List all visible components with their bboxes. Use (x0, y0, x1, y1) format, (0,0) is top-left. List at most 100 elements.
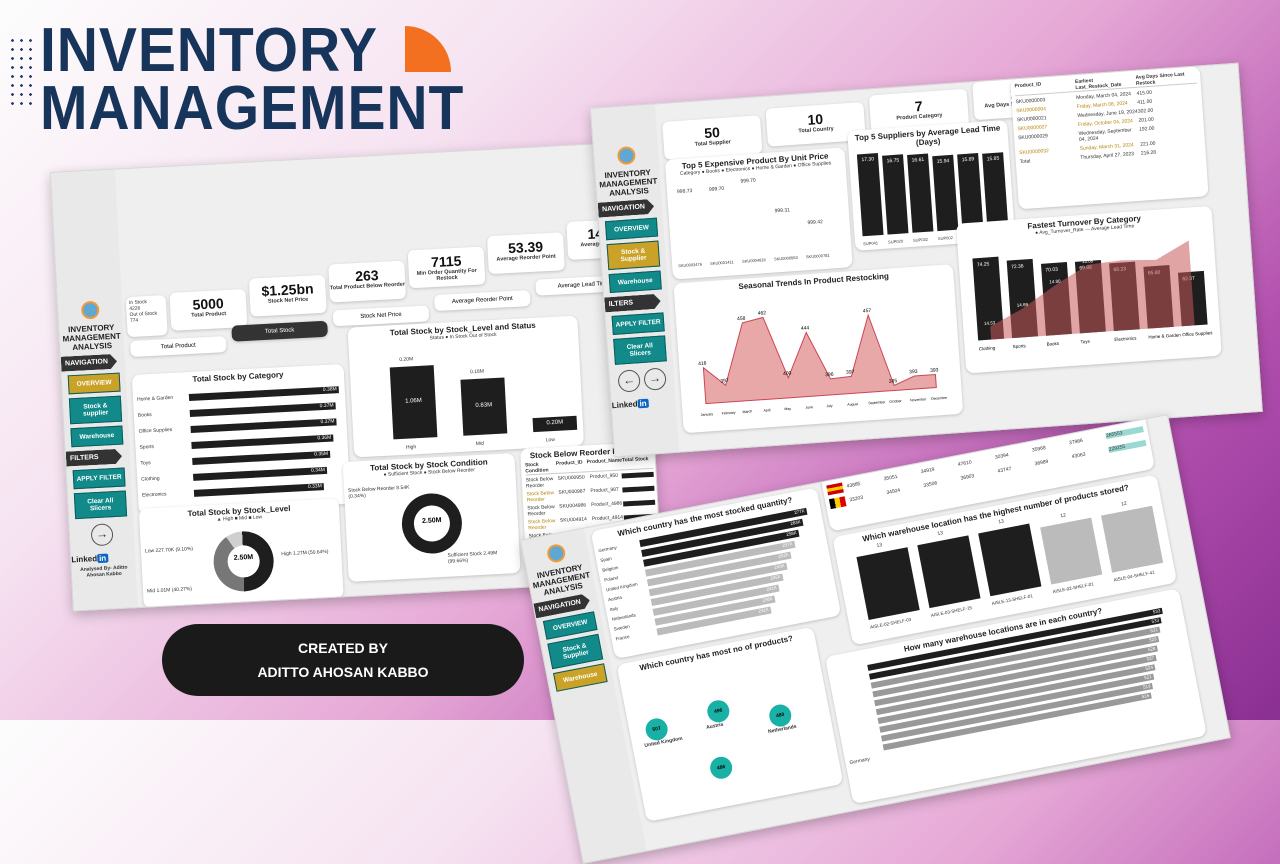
category-label: Sports (1012, 343, 1026, 349)
bar-value: 531 (1149, 626, 1159, 634)
table-cell: Thursday, April 27, 2023 (1080, 151, 1135, 161)
month-label: September (868, 400, 886, 405)
bar-value: 516 (1141, 692, 1150, 700)
bar-value: 527 (1146, 655, 1155, 662)
location-bar (1040, 517, 1103, 585)
toggle-0[interactable]: Total Product (129, 336, 227, 358)
linkedin-logo[interactable]: Linkedin (611, 398, 649, 411)
country-label: Germany (849, 756, 871, 767)
sidebar: INVENTORY MANAGEMENT ANALYSIS NAVIGATION… (51, 169, 138, 611)
location-label: AISLE-02-SHELF-03 (869, 616, 912, 630)
supplier-bar: 16.61 (907, 153, 934, 233)
clear-slicers-button[interactable]: Clear All Slicers (73, 490, 128, 520)
month-label: June (805, 405, 813, 410)
table-cell: 30394 (994, 452, 1010, 461)
table-cell: 37986 (1068, 437, 1084, 447)
season-value: 385 (889, 378, 898, 385)
stock-bar (622, 485, 655, 493)
table-cell: Product_950 (589, 472, 619, 481)
credit-label: CREATED BY (298, 640, 388, 656)
apply-filter-button[interactable]: APPLY FILTER (611, 312, 665, 335)
season-value: 397 (846, 369, 855, 376)
bubble-label: Austria (705, 721, 724, 731)
country-bubble[interactable]: 486 (708, 754, 735, 781)
bar-value: 245K (769, 573, 782, 581)
month-label: July (826, 404, 833, 408)
stock-supplier-button[interactable]: Stock & Supplier (606, 240, 661, 271)
clear-slicers-button[interactable]: Clear All Slicers (613, 335, 667, 365)
table-cell: 36989 (1034, 458, 1050, 468)
table-cell: Product_987 (590, 486, 619, 495)
location-bar (917, 535, 981, 609)
category-bar: 0.37M (190, 418, 337, 433)
table-cell: Stock Below Reorder (527, 518, 556, 532)
supplier-id: SUP032 (912, 236, 929, 243)
category-bar: 0.38M (188, 386, 339, 402)
headline-line1: INVENTORY (40, 16, 378, 85)
apply-filter-button[interactable]: APPLY FILTER (72, 467, 126, 490)
header-cell: Product_ID (555, 459, 583, 467)
table-cell: 34919 (920, 466, 936, 476)
lead-time-value: 15.08 (1082, 258, 1094, 264)
bubble-label: Netherlands (767, 723, 798, 736)
stock-supplier-button[interactable]: Stock & supplier (68, 395, 123, 425)
warehouse-button[interactable]: Warehouse (70, 425, 124, 448)
stock-bar (621, 471, 654, 479)
season-value: 393 (930, 367, 939, 374)
bar-value: 0.33M (307, 483, 322, 490)
season-value: 444 (801, 325, 810, 332)
table-cell: Wednesday, September 04, 2024 (1078, 127, 1132, 143)
label-mid: Mid 1.01M (40.27%) (146, 586, 193, 595)
turnover-combo: 74.25Clothing72.36Sports70.03Books69.88T… (972, 234, 1213, 351)
arrow-right-icon[interactable]: → (643, 367, 667, 391)
toggle-3[interactable]: Average Reorder Point (433, 290, 531, 312)
supplier-bar: 16.75 (882, 154, 909, 235)
price-value: 999.70 (708, 185, 725, 193)
table-cell: 229255 (1108, 439, 1147, 453)
label-low: Low 227.70K (9.10%) (144, 546, 194, 555)
table-cell: 216.28 (1140, 149, 1157, 157)
price-value: 999.70 (740, 177, 756, 185)
table-cell: Stock Below Reorder (525, 476, 554, 490)
table-cell: 43885 (846, 481, 862, 490)
overview-button[interactable]: OVERVIEW (67, 372, 121, 395)
decorative-dots (8, 36, 32, 108)
turnover-value: 74.25 (977, 261, 990, 268)
overview-button[interactable]: OVERVIEW (604, 217, 659, 241)
arrow-right-icon[interactable]: → (90, 523, 114, 547)
bar-value: 277K (793, 508, 806, 516)
lead-time-value: 15.10 (1116, 254, 1128, 260)
price-value: 999.31 (774, 207, 791, 215)
location-bar (978, 523, 1042, 597)
country-bubble[interactable]: 496 (705, 698, 732, 725)
stock-level-donut: Total Stock by Stock_Level ▲ High ■ Mid … (138, 498, 344, 609)
table-cell: 43747 (997, 465, 1012, 475)
bar-value: 241K (765, 584, 778, 592)
month-label: January (701, 412, 714, 417)
table-cell: 35968 (1031, 445, 1047, 454)
turnover-value: 70.03 (1045, 267, 1058, 274)
bar-value: 258K (785, 530, 798, 538)
expensive-products-chart: Top 5 Expensive Product By Unit Price Ca… (664, 147, 853, 280)
status-cat-label: Low (545, 436, 556, 444)
lead-time-value: 14.53 (984, 320, 996, 326)
status-bar: 0.20M (532, 415, 578, 433)
price-value: 998.73 (676, 188, 693, 196)
table-cell: 47610 (957, 459, 973, 468)
flag-icon (828, 496, 847, 510)
table-cell: 33094 (954, 445, 970, 455)
header-cell: Product_Name (586, 457, 623, 466)
warehouse-button[interactable]: Warehouse (553, 663, 608, 692)
warehouse-button[interactable]: Warehouse (608, 270, 662, 294)
stock-bar (623, 499, 656, 507)
arrow-left-icon[interactable]: ← (617, 369, 641, 393)
table-cell: 32635 (880, 460, 896, 469)
product-id: SKU0000781 (805, 252, 830, 260)
price-value: 999.42 (807, 219, 824, 227)
table-cell: 36903 (960, 473, 975, 482)
table-cell: 35051 (883, 473, 899, 483)
header-cell: Clothing (877, 441, 899, 451)
